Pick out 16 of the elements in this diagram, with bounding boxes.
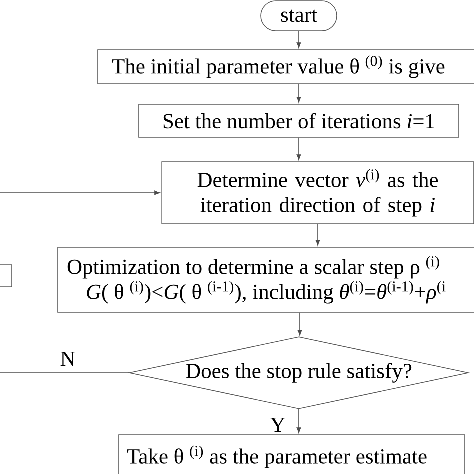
arrow	[298, 312, 302, 336]
arrow	[296, 31, 302, 48]
start-terminal: start	[260, 0, 338, 32]
arrow	[316, 224, 320, 246]
arrow	[296, 138, 302, 160]
process-box: Optimization to determine a scalar step ρ $^{(i)}$ G( θ $^{(i)}$)<G( θ $^{(i-1)}$), including θ$^{(i)}$=θ$^{(i-1)}$+ρ$^{(i}$	[58, 247, 474, 313]
process-box: Take θ $^{(i)}$ as the parameter estimate	[118, 434, 466, 474]
process-box: Determine vector v$^{(i)}$ as the iteration direction of step i	[162, 162, 474, 224]
process-box	[0, 264, 12, 288]
arrow	[296, 408, 302, 434]
arrow	[0, 190, 160, 196]
arrow	[296, 84, 302, 103]
process-box: The initial parameter value θ $^{(0)}$ is give	[98, 50, 474, 84]
process-box: Set the number of iterations i=1	[138, 104, 460, 138]
edge-label: Y	[270, 418, 286, 432]
edge-label: N	[60, 352, 76, 366]
